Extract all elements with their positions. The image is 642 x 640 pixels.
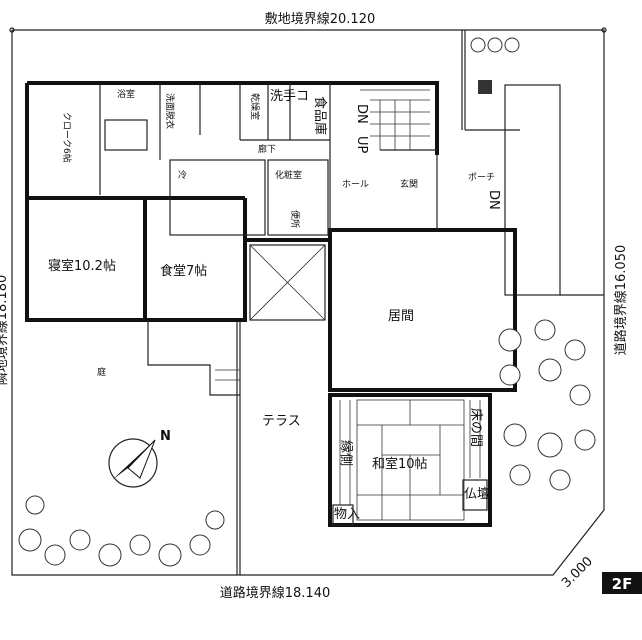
room-pantry: 食品庫 bbox=[312, 96, 328, 135]
room-handwash: 洗手コ bbox=[270, 89, 309, 104]
stair-down-label: DN bbox=[354, 104, 369, 124]
room-toilet: 便所 bbox=[289, 210, 301, 228]
room-entrance: 玄関 bbox=[400, 178, 418, 190]
closet-label: 物入 bbox=[334, 507, 360, 522]
fridge-label: 冷 bbox=[178, 169, 187, 181]
tokonoma-label: 床の間 bbox=[468, 408, 483, 447]
site-boundary bbox=[9, 27, 607, 576]
room-hallway: 廊下 bbox=[258, 143, 276, 155]
room-powder: 化粧室 bbox=[275, 169, 302, 181]
top-boundary-label: 敷地境界線20.120 bbox=[265, 11, 376, 27]
room-bedroom: 寝室10.2帖 bbox=[48, 258, 116, 274]
garden-label: 庭 bbox=[97, 366, 106, 378]
staircase bbox=[360, 89, 430, 150]
floor-badge-label: 2F bbox=[612, 575, 633, 593]
room-bath: 浴室 bbox=[117, 88, 135, 100]
room-drying: 乾燥室 bbox=[249, 93, 261, 120]
post-icon bbox=[478, 80, 492, 94]
butsudan-label: 仏壇 bbox=[464, 486, 490, 502]
room-washroom: 洗面脱衣 bbox=[164, 93, 176, 129]
room-hall: ホール bbox=[342, 179, 369, 190]
bottom-boundary-label: 道路境界線18.140 bbox=[220, 585, 331, 601]
room-dining: 食堂7帖 bbox=[160, 263, 207, 279]
walls bbox=[25, 81, 517, 527]
trees bbox=[18, 37, 596, 567]
terrace-label: テラス bbox=[262, 414, 301, 429]
room-living: 居間 bbox=[388, 309, 414, 324]
room-japanese: 和室10帖 bbox=[372, 456, 428, 472]
room-cloak: クローク6帖 bbox=[61, 112, 73, 163]
engawa-label: 縁側 bbox=[338, 440, 354, 466]
north-label: N bbox=[160, 429, 171, 444]
floor-badge bbox=[602, 572, 642, 594]
room-porch: ポーチ bbox=[468, 172, 495, 183]
porch-down-label: DN bbox=[486, 190, 501, 210]
stair-up-label: UP bbox=[354, 136, 369, 154]
left-boundary-label: 隣地境界線18.180 bbox=[0, 275, 10, 386]
right-boundary-label: 道路境界線16.050 bbox=[613, 245, 629, 356]
tatami-grid bbox=[332, 399, 488, 526]
north-arrow: N bbox=[108, 429, 171, 488]
